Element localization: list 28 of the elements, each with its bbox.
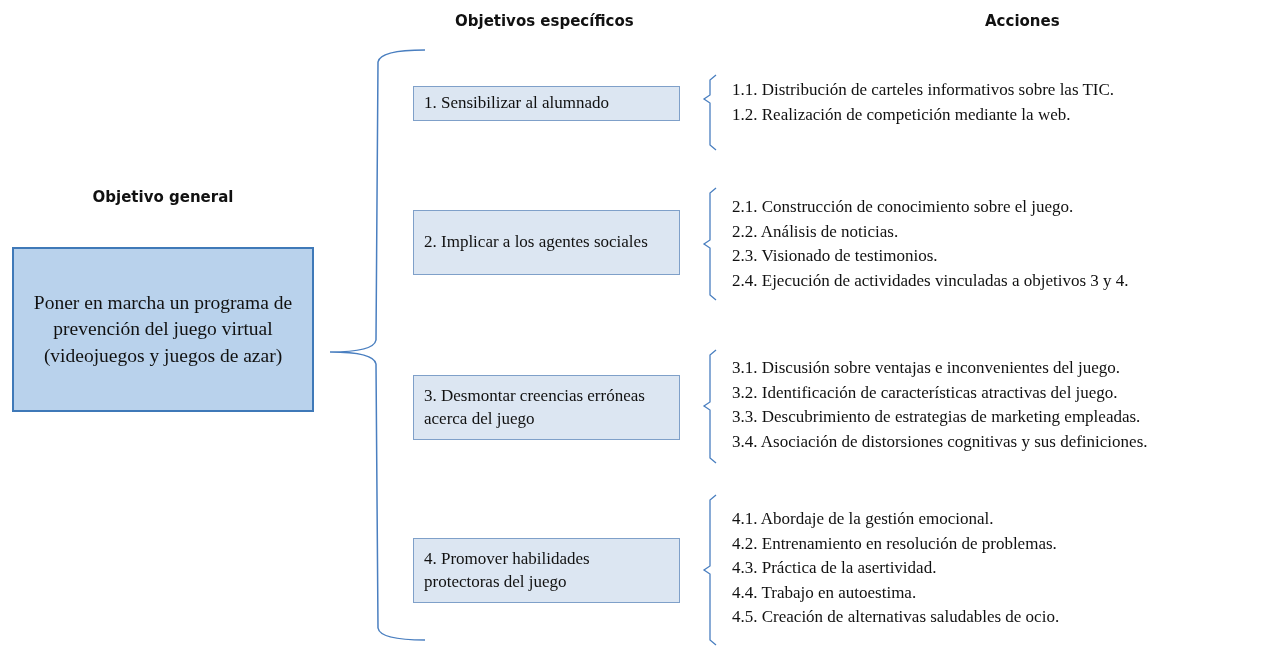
objective-box: [413, 210, 680, 275]
objective-text: 1. Sensibilizar al alumnado: [424, 92, 611, 115]
action-item: 3.1. Discusión sobre ventajas e inconvenientes del juego.: [732, 358, 1121, 378]
action-item: 1.1. Distribución de carteles informativos sobre las TIC.: [732, 80, 1115, 100]
goal-box: [12, 247, 314, 412]
action-item: 3.2. Identificación de características atractivas del juego.: [732, 382, 1118, 403]
action-item: 4.2. Entrenamiento en resolución de problemas.: [732, 533, 1057, 554]
objective-box: [413, 538, 680, 603]
objective-text: 3. Desmontar creencias erróneas acerca del juego: [424, 384, 646, 430]
action-item: 2.3. Visionado de testimonios.: [732, 246, 938, 266]
action-item: 4.5. Creación de alternativas saludables de ocio.: [732, 607, 1060, 627]
action-item: 1.2. Realización de competición mediante la web.: [732, 104, 1071, 125]
action-item: 3.3. Descubrimiento de estrategias de marketing empleadas.: [732, 407, 1141, 427]
action-item: 4.4. Trabajo en autoestima.: [732, 582, 917, 603]
objective-box: [413, 86, 680, 121]
action-item: 4.1. Abordaje de la gestión emocional.: [732, 509, 994, 529]
action-item: 2.1. Construcción de conocimiento sobre el juego.: [732, 197, 1074, 217]
action-item: 2.4. Ejecución de actividades vinculadas a objetivos 3 y 4.: [732, 270, 1129, 291]
action-item: 4.3. Práctica de la asertividad.: [732, 558, 937, 578]
goal-text: Poner en marcha un programa de prevención del juego virtual (videojuegos y juegos de azar): [32, 291, 294, 368]
column-heading: Objetivos específicos: [455, 12, 634, 30]
action-item: 2.2. Análisis de noticias.: [732, 221, 899, 242]
section-heading: Objetivo general: [91, 188, 235, 206]
action-item: 3.4. Asociación de distorsiones cognitivas y sus definiciones.: [732, 431, 1148, 452]
objective-box: [413, 375, 680, 440]
objective-text: 2. Implicar a los agentes sociales: [424, 231, 649, 254]
column-heading: Acciones: [985, 12, 1060, 30]
objective-text: 4. Promover habilidades protectoras del juego: [424, 547, 591, 593]
